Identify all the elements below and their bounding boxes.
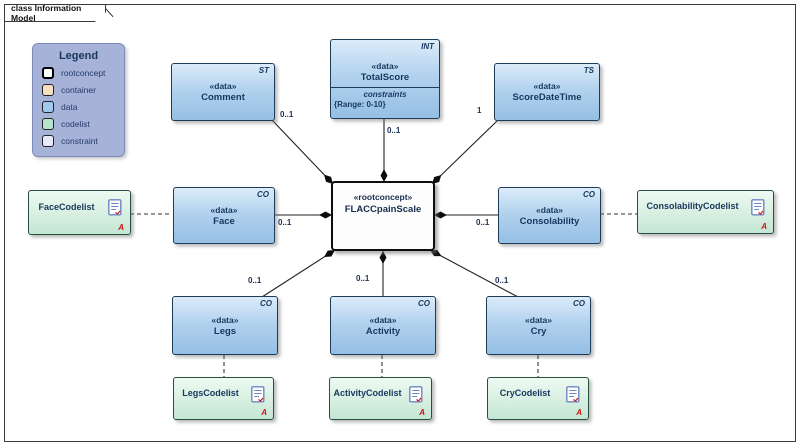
legend-panel: Legend rootconcept container data codeli… bbox=[32, 43, 125, 157]
assoc-scoredatetime[interactable] bbox=[431, 120, 498, 185]
document-icon bbox=[409, 386, 423, 403]
multiplicity-comment: 0..1 bbox=[280, 110, 294, 119]
rootconcept-swatch bbox=[42, 66, 54, 79]
frame-tab-label: class Information Model bbox=[11, 3, 82, 23]
stereotype: «data» bbox=[210, 204, 238, 215]
legend-item-container: container bbox=[42, 83, 124, 96]
codelist-name: LegsCodelist bbox=[182, 387, 239, 398]
node-name: Consolability bbox=[519, 215, 580, 227]
node-name: Face bbox=[213, 215, 235, 227]
document-icon bbox=[751, 199, 765, 216]
type-tag: INT bbox=[421, 42, 434, 51]
multiplicity-scoredatetime: 1 bbox=[477, 106, 482, 115]
stereotype: «data» bbox=[525, 314, 552, 325]
node-legscodelist[interactable]: LegsCodelist A bbox=[173, 377, 274, 420]
container-swatch bbox=[42, 83, 54, 96]
assoc-legs[interactable] bbox=[261, 249, 336, 298]
artifact-marker: A bbox=[761, 222, 767, 231]
type-tag: ST bbox=[258, 66, 269, 75]
artifact-marker: A bbox=[576, 408, 582, 417]
node-comment[interactable]: ST «data» Comment bbox=[171, 63, 275, 121]
constraint-swatch bbox=[42, 134, 54, 147]
document-icon bbox=[566, 386, 580, 403]
node-consolability[interactable]: CO «data» Consolability bbox=[498, 187, 601, 244]
legend-title: Legend bbox=[58, 50, 99, 62]
type-tag: CO bbox=[583, 190, 595, 199]
stereotype: «data» bbox=[369, 314, 397, 325]
multiplicity-activity: 0..1 bbox=[356, 274, 370, 283]
artifact-marker: A bbox=[419, 408, 425, 417]
constraint-value: {Range: 0-10} bbox=[334, 100, 386, 109]
legend-item-constraint: constraint bbox=[42, 134, 124, 147]
multiplicity-cry: 0..1 bbox=[495, 276, 509, 285]
codelist-swatch bbox=[42, 117, 54, 130]
codelist-name: ConsolabilityCodelist bbox=[646, 201, 739, 211]
legend-item-rootconcept: rootconcept bbox=[42, 66, 124, 79]
codelist-name: CryCodelist bbox=[499, 387, 551, 398]
node-name: FLACCpainScale bbox=[344, 204, 422, 215]
node-totalscore[interactable]: INT «data» TotalScore constraints {Range… bbox=[330, 39, 440, 119]
node-name: TotalScore bbox=[360, 72, 410, 83]
stereotype: «data» bbox=[211, 314, 239, 325]
node-name: Legs bbox=[213, 325, 237, 337]
frame-tab: class Information Model bbox=[4, 4, 106, 22]
node-activitycodelist[interactable]: ActivityCodelist A bbox=[329, 377, 432, 420]
node-crycodelist[interactable]: CryCodelist A bbox=[487, 377, 589, 420]
type-tag: CO bbox=[418, 299, 430, 308]
assoc-cry[interactable] bbox=[429, 249, 519, 298]
node-facecodelist[interactable]: FaceCodelist A bbox=[28, 190, 131, 235]
stereotype: «data» bbox=[209, 81, 237, 91]
legend-item-data: data bbox=[42, 100, 124, 113]
type-tag: CO bbox=[573, 299, 585, 308]
stereotype: «data» bbox=[536, 204, 563, 215]
type-tag: CO bbox=[260, 299, 272, 308]
codelist-name: ActivityCodelist bbox=[333, 387, 402, 398]
node-name: Activity bbox=[365, 325, 401, 337]
node-cry[interactable]: CO «data» Cry bbox=[486, 296, 591, 355]
node-name: Cry bbox=[530, 325, 547, 337]
stereotype: «data» bbox=[371, 61, 399, 71]
constraints-compartment: constraints {Range: 0-10} bbox=[331, 87, 439, 118]
multiplicity-consolability: 0..1 bbox=[476, 218, 490, 227]
node-flaccpainscale[interactable]: «rootconcept» FLACCpainScale bbox=[331, 181, 435, 251]
artifact-marker: A bbox=[118, 223, 124, 232]
node-face[interactable]: CO «data» Face bbox=[173, 187, 275, 244]
node-consolabilitycodelist[interactable]: ConsolabilityCodelist A bbox=[637, 190, 774, 234]
stereotype: «data» bbox=[533, 81, 561, 91]
type-tag: CO bbox=[257, 190, 269, 199]
node-name: ScoreDateTime bbox=[512, 92, 582, 103]
constraints-header: constraints bbox=[363, 90, 407, 99]
multiplicity-face: 0..1 bbox=[278, 218, 292, 227]
node-name: Comment bbox=[201, 92, 245, 103]
assoc-comment[interactable] bbox=[271, 119, 334, 185]
type-tag: TS bbox=[583, 66, 594, 75]
node-legs[interactable]: CO «data» Legs bbox=[172, 296, 278, 355]
codelist-name: FaceCodelist bbox=[38, 201, 95, 212]
data-swatch bbox=[42, 100, 54, 113]
node-scoredatetime[interactable]: TS «data» ScoreDateTime bbox=[494, 63, 600, 121]
artifact-marker: A bbox=[261, 408, 267, 417]
multiplicity-legs: 0..1 bbox=[248, 276, 262, 285]
legend-item-codelist: codelist bbox=[42, 117, 124, 130]
document-icon bbox=[108, 199, 122, 216]
node-activity[interactable]: CO «data» Activity bbox=[330, 296, 436, 355]
document-icon bbox=[251, 386, 265, 403]
stereotype: «rootconcept» bbox=[353, 192, 413, 202]
multiplicity-totalscore: 0..1 bbox=[387, 126, 401, 135]
